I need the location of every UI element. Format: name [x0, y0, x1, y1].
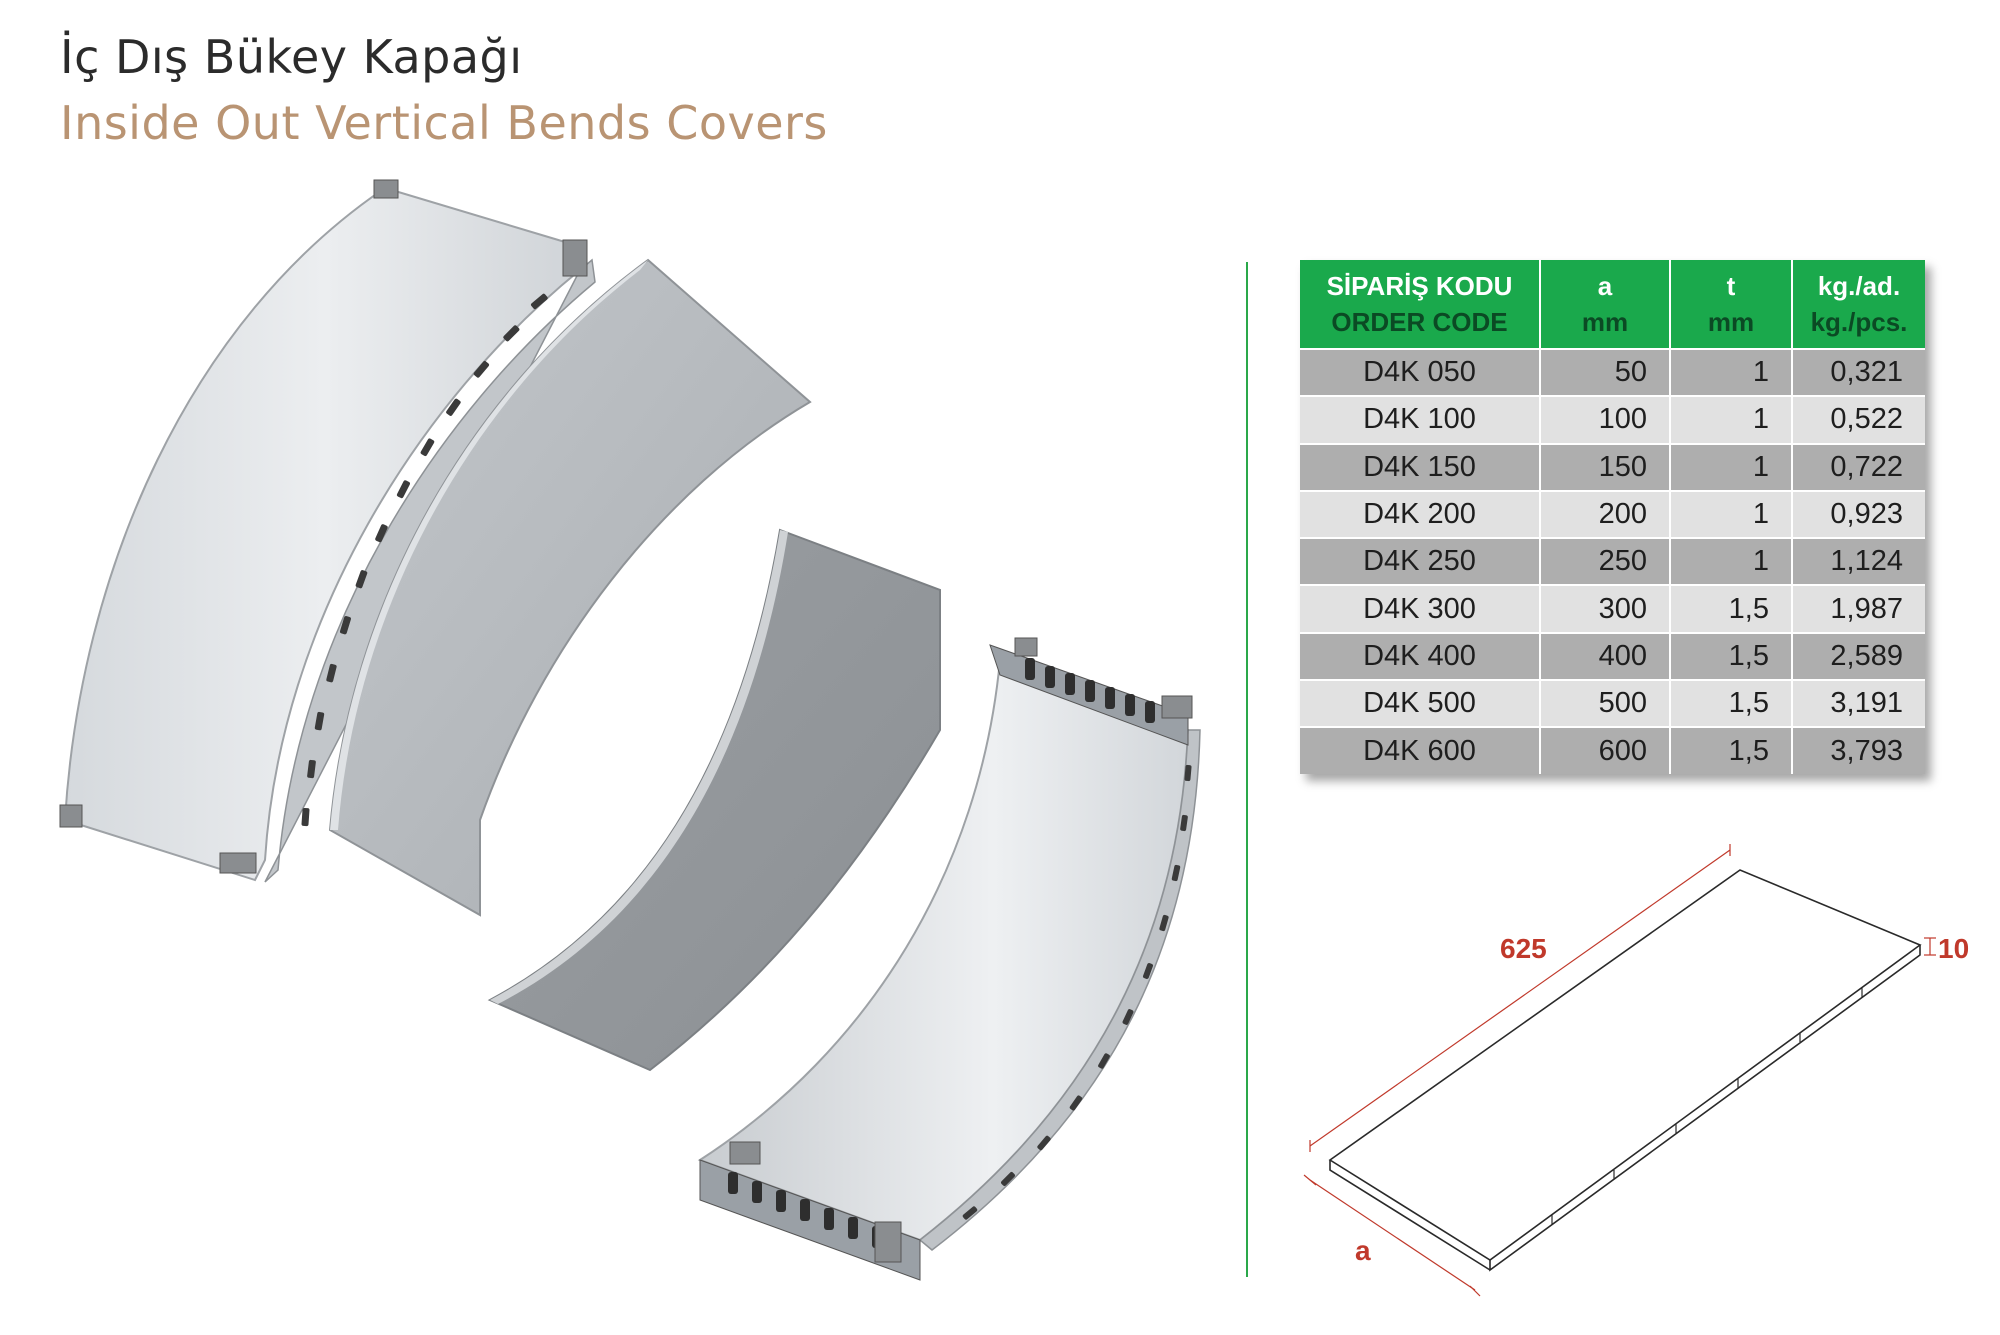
cell-order-code: D4K 150 — [1300, 442, 1541, 491]
width-label: a — [1355, 1235, 1371, 1266]
cell-weight: 0,522 — [1792, 395, 1925, 444]
header-weight: kg./ad. kg./pcs. — [1792, 260, 1925, 349]
cell-order-code: D4K 600 — [1300, 726, 1541, 774]
cell-weight: 2,589 — [1792, 631, 1925, 681]
table-row: D4K 050 50 1 0,321 — [1300, 347, 1925, 397]
cell-weight: 0,923 — [1792, 489, 1925, 539]
header-t: t mm — [1670, 260, 1793, 349]
cell-t: 1,5 — [1670, 631, 1793, 681]
cell-a: 300 — [1540, 584, 1671, 633]
cell-a: 600 — [1540, 726, 1671, 774]
cell-t: 1,5 — [1670, 679, 1793, 728]
table-row: D4K 300 300 1,5 1,987 — [1300, 584, 1925, 633]
cell-order-code: D4K 100 — [1300, 395, 1541, 444]
inner-cover-lower — [487, 528, 941, 1072]
cell-order-code: D4K 200 — [1300, 489, 1541, 539]
cell-a: 500 — [1540, 679, 1671, 728]
cell-order-code: D4K 050 — [1300, 347, 1541, 397]
table-header-row: SİPARİŞ KODU ORDER CODE a mm t mm kg./ad… — [1300, 260, 1925, 349]
cell-t: 1 — [1670, 489, 1793, 539]
table-row: D4K 500 500 1,5 3,191 — [1300, 679, 1925, 728]
cell-t: 1 — [1670, 395, 1793, 444]
cell-order-code: D4K 300 — [1300, 584, 1541, 633]
page-title: İç Dış Bükey Kapağı — [60, 30, 523, 84]
divider-line — [1246, 262, 1248, 1277]
header-a: a mm — [1540, 260, 1671, 349]
cell-weight: 3,793 — [1792, 726, 1925, 774]
cell-a: 250 — [1540, 537, 1671, 586]
cell-a: 100 — [1540, 395, 1671, 444]
cell-a: 200 — [1540, 489, 1671, 539]
cell-t: 1,5 — [1670, 726, 1793, 774]
spec-table-container: SİPARİŞ KODU ORDER CODE a mm t mm kg./ad… — [1300, 260, 1925, 774]
product-illustration — [59, 179, 1201, 1281]
cell-t: 1,5 — [1670, 584, 1793, 633]
cell-weight: 3,191 — [1792, 679, 1925, 728]
cell-weight: 1,987 — [1792, 584, 1925, 633]
outer-bend-cover — [59, 179, 596, 883]
cell-t: 1 — [1670, 442, 1793, 491]
table-row: D4K 150 150 1 0,722 — [1300, 442, 1925, 491]
cell-order-code: D4K 500 — [1300, 679, 1541, 728]
cell-a: 50 — [1540, 347, 1671, 397]
dimension-lines — [1303, 844, 1936, 1297]
header-order-code: SİPARİŞ KODU ORDER CODE — [1300, 260, 1541, 349]
cell-a: 150 — [1540, 442, 1671, 491]
cover-plate-outline — [1328, 869, 1922, 1272]
cell-weight: 0,722 — [1792, 442, 1925, 491]
table-row: D4K 200 200 1 0,923 — [1300, 489, 1925, 539]
table-row: D4K 400 400 1,5 2,589 — [1300, 631, 1925, 681]
cell-t: 1 — [1670, 347, 1793, 397]
cell-a: 400 — [1540, 631, 1671, 681]
cell-order-code: D4K 400 — [1300, 631, 1541, 681]
table-row: D4K 100 100 1 0,522 — [1300, 395, 1925, 444]
outer-tray-section — [697, 637, 1201, 1281]
dimension-diagram: 625 10 a — [1303, 844, 1969, 1297]
spec-table: SİPARİŞ KODU ORDER CODE a mm t mm kg./ad… — [1300, 260, 1925, 774]
height-label: 10 — [1938, 933, 1969, 964]
table-row: D4K 600 600 1,5 3,793 — [1300, 726, 1925, 774]
cell-order-code: D4K 250 — [1300, 537, 1541, 586]
cell-weight: 1,124 — [1792, 537, 1925, 586]
cell-weight: 0,321 — [1792, 347, 1925, 397]
cell-t: 1 — [1670, 537, 1793, 586]
inner-cover-upper — [328, 258, 812, 917]
page-subtitle: Inside Out Vertical Bends Covers — [60, 96, 828, 150]
length-label: 625 — [1500, 933, 1547, 964]
table-row: D4K 250 250 1 1,124 — [1300, 537, 1925, 586]
